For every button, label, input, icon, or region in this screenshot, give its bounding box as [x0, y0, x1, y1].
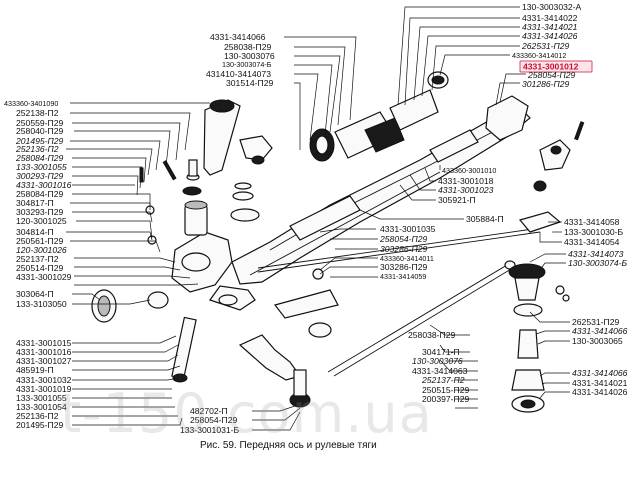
rod-end-assembly-lower — [238, 289, 339, 408]
label-l41: 305921-П — [438, 195, 476, 205]
label-l39: 4331-3001018 — [438, 176, 494, 186]
label-l78: 4331-3414021 — [572, 378, 628, 388]
label-l9: 301286-П29 — [522, 79, 570, 89]
left-steering-knuckle — [171, 200, 256, 311]
label-l1: 130-3003032-А — [522, 2, 582, 12]
label-l64: 258038-П29 — [408, 330, 455, 340]
label-l50: 133-3001030-Б — [564, 227, 624, 237]
label-l73: 133-3001031-Б — [180, 425, 240, 435]
label-l51: 4331-3414054 — [564, 237, 620, 247]
label-l8: 258054-П29 — [527, 70, 576, 80]
label-l67: 4331-3414063 — [412, 366, 468, 376]
label-l60: 133-3001055 — [16, 393, 67, 403]
label-l56: 4331-3001027 — [16, 356, 72, 366]
label-l77: 4331-3414066 — [572, 368, 628, 378]
label-l69: 250515-П29 — [422, 385, 469, 395]
label-l26: 258084-П29 — [16, 189, 63, 199]
label-l49: 4331-3414058 — [564, 217, 620, 227]
label-l38: 433360-3001010 — [442, 166, 496, 175]
tie-rod — [257, 180, 562, 273]
label-l47: 303286-П29 — [380, 262, 427, 272]
label-l63: 201495-П29 — [16, 420, 63, 430]
label-l43: 4331-3001035 — [380, 224, 436, 234]
label-l37: 133-3103050 — [16, 299, 67, 309]
label-l18: 250559-П29 — [16, 118, 63, 128]
hub-seal-left — [91, 289, 169, 323]
label-l19: 258040-П29 — [16, 126, 63, 136]
leader-lines — [66, 6, 570, 431]
label-l55: 4331-3001016 — [16, 347, 72, 357]
steering-arm-upper — [203, 99, 273, 176]
kingpin-stack-left — [182, 159, 260, 222]
label-l46: 433360-3414011 — [380, 254, 434, 263]
label-l17: 252138-П2 — [16, 108, 59, 118]
label-l2: 4331-3414022 — [522, 13, 578, 23]
label-l31: 250561-П29 — [16, 236, 63, 246]
label-l12: 130-3003076 — [224, 51, 275, 61]
label-l61: 133-3001054 — [16, 402, 67, 412]
label-l70: 200397-П29 — [422, 394, 469, 404]
label-l11: 258038-П29 — [224, 42, 271, 52]
label-l30: 304814-П — [16, 227, 54, 237]
label-l45: 303286-П29 — [380, 244, 428, 254]
front-axle-beam — [231, 107, 531, 285]
kingpin-lower-left — [171, 294, 238, 383]
label-l68: 252137-П2 — [421, 375, 465, 385]
label-l20: 201495-П29 — [15, 136, 64, 146]
label-l59: 4331-3001019 — [16, 384, 72, 394]
label-l32: 120-3001026 — [16, 245, 67, 255]
label-l79: 4331-3414026 — [572, 387, 628, 397]
label-l53: 130-3003074-Б — [568, 258, 628, 268]
label-l25: 4331-3001016 — [16, 180, 72, 190]
label-l5: 262531-П29 — [521, 41, 570, 51]
label-l44: 258054-П29 — [379, 234, 428, 244]
label-l35: 4331-3001029 — [16, 272, 72, 282]
label-l14: 431410-3414073 — [206, 69, 271, 79]
label-l48: 4331-3414059 — [380, 272, 426, 281]
label-l29: 120-3001025 — [16, 216, 67, 226]
label-l58: 4331-3001032 — [16, 375, 72, 385]
label-l24: 300293-П29 — [16, 171, 64, 181]
label-l3: 4331-3414021 — [522, 22, 578, 32]
label-l13: 130-3003074-Б — [222, 60, 272, 69]
label-l57: 485919-П — [16, 365, 54, 375]
label-l65: 304171-П — [422, 347, 460, 357]
part-labels: 130-3003032-А 4331-3414022 4331-3414021 … — [4, 2, 628, 435]
label-l74: 262531-П29 — [572, 317, 619, 327]
highlight-box — [519, 60, 593, 73]
label-l27: 304817-П — [16, 198, 54, 208]
watermark-text: t-150.com.ua — [60, 382, 433, 445]
label-l28: 303293-П29 — [16, 207, 63, 217]
label-l4: 4331-3414026 — [522, 31, 578, 41]
figure-caption: Рис. 59. Передняя ось и рулевые тяги — [200, 440, 377, 451]
label-l7-highlighted: 4331-3001012 — [523, 62, 579, 72]
label-l52: 4331-3414073 — [568, 249, 624, 259]
label-l40: 4331-3001023 — [438, 185, 494, 195]
label-l62: 252136-П2 — [16, 411, 59, 421]
label-l23: 133-3001055 — [16, 162, 67, 172]
label-l75: 4331-3414066 — [572, 326, 628, 336]
upper-rod-end-assembly — [309, 71, 449, 162]
label-l76: 130-3003065 — [572, 336, 623, 346]
label-l22: 258084-П29 — [15, 153, 64, 163]
label-l15: 301514-П29 — [226, 78, 273, 88]
label-l21: 252136-П2 — [15, 144, 59, 154]
label-l36: 303064-П — [16, 289, 54, 299]
label-l66: 130-3003076 — [412, 356, 463, 366]
label-l34: 250514-П29 — [16, 263, 63, 273]
label-l6: 433360-3414012 — [512, 51, 566, 60]
label-l54: 4331-3001015 — [16, 338, 72, 348]
label-l71: 482702-П — [190, 406, 228, 416]
label-l72: 258054-П29 — [190, 415, 237, 425]
right-steering-knuckle — [485, 95, 571, 171]
label-l16: 433360-3401090 — [4, 99, 58, 108]
label-l33: 252137-П2 — [16, 254, 59, 264]
label-l42: 305884-П — [466, 214, 504, 224]
ball-joint-stack-right — [508, 263, 546, 413]
label-l10: 4331-3414066 — [210, 32, 266, 42]
